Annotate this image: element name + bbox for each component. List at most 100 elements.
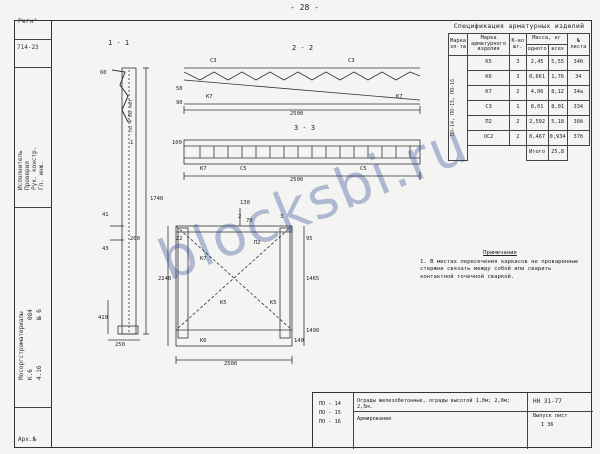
dim-100: 100 [172, 140, 182, 146]
spec-cell-mark: П2 [466, 115, 511, 131]
notes-block: Примечание 1. В местах пересечения карка… [420, 250, 580, 281]
section-3-3-body [183, 139, 421, 165]
dim-50: 50 [176, 86, 183, 92]
dim-60: 60 [100, 70, 107, 76]
mark-k7-a: К7 [206, 94, 213, 100]
spec-cell-one: 2,45 [525, 55, 549, 71]
mark-c5: С5 [240, 166, 247, 172]
spec-row: П2 2 2,592 5,18 36б [449, 115, 591, 131]
tb-series: НН 31-77 [533, 398, 562, 405]
section-1-1-title: 1 - 1 [108, 39, 130, 47]
spec-row: С3 1 8,01 8,01 334 [449, 100, 591, 116]
spec-cell-one: 0,661 [525, 70, 549, 86]
section-1-1-base [117, 325, 139, 335]
spec-cell-one: 0,467 [525, 130, 549, 146]
mark-c5-b: С5 [360, 166, 367, 172]
dim-2500b: 2500 [290, 177, 304, 183]
notes-title: Примечание [483, 250, 517, 256]
section-2-2-title: 2 - 2 [292, 44, 314, 52]
reg-label: Регн° [18, 17, 38, 25]
spec-cell-one: 8,01 [525, 100, 549, 116]
section-2-2-wave [183, 71, 421, 81]
spec-total-spacer-2 [567, 146, 589, 161]
dim-250: 250 [115, 342, 125, 348]
tb-divider-1 [353, 393, 354, 449]
spec-side-cell: ПО-14, ПО-15, ПО-16 [448, 55, 468, 161]
spec-cell-qty: 2 [509, 130, 527, 146]
spec-header-qty: К-во шт. [509, 33, 527, 56]
spec-subheader-row: одного всех [449, 44, 590, 56]
dim-2500a: 2500 [290, 111, 304, 117]
spec-row: К6 3 0,661 1,76 34 [449, 70, 591, 86]
title-block: ПО - 14 ПО - 15 ПО - 16 Ограды железобет… [312, 392, 593, 449]
spec-cell-mark: К7 [466, 85, 511, 101]
spec-cell-mark: ОС2 [466, 130, 511, 146]
spec-cell-all: 8,12 [547, 85, 568, 101]
dim-410: 410 [98, 315, 108, 321]
signature-cell [14, 68, 52, 208]
section-3-3-title: 3 - 3 [294, 124, 316, 132]
dim-2500c: 2500 [224, 361, 238, 367]
dim-130: 130 [240, 200, 250, 206]
spec-row: ПО-14, ПО-15, ПО-16 К5 3 2,45 5,55 34б [448, 55, 591, 161]
left-title-strip [14, 20, 52, 448]
mark-k5-elev: К5 [220, 300, 227, 306]
vertical-note-1: по 4 60 нет [128, 98, 134, 132]
notes-text: 1. В местах пересечения каркасов не пров… [420, 258, 579, 280]
elevation-left-post [177, 227, 189, 339]
spec-cell-one: 2,592 [525, 115, 549, 131]
spec-subheader-all: всех [547, 44, 568, 56]
dim-22: 22 [176, 236, 183, 242]
section-1-1-outline-top [111, 69, 129, 123]
spec-header-sheet: № листа [566, 33, 591, 56]
mark-k5-elev-b: К5 [270, 300, 277, 306]
spec-cell-mark: С3 [466, 100, 511, 116]
dim-41: 41 [102, 212, 109, 218]
spec-cell-sheet: 334 [566, 100, 591, 116]
tb-mark-3: ПО - 16 [319, 419, 341, 425]
elevation-panel [175, 225, 293, 347]
drawing-frame [14, 20, 592, 448]
spec-row: К7 2 4,06 8,12 34а [449, 85, 591, 101]
code-cell [14, 40, 52, 68]
spec-cell-sheet: 34 [566, 70, 591, 86]
tb-mark-2: ПО - 15 [319, 410, 341, 416]
spec-table: Марка эл-та Марка арматурного изделия К-… [448, 33, 591, 161]
spec-cell-qty: 3 [509, 55, 527, 71]
dim-70: 70 [246, 218, 253, 224]
spec-row: ОС2 2 0,467 0,934 37б [449, 130, 591, 146]
spec-cell-all: 5,18 [547, 115, 568, 131]
mark-k7-c: К7 [200, 166, 207, 172]
mark-k7-b: К7 [396, 94, 403, 100]
spec-cell-one: 4,06 [525, 85, 549, 101]
spec-header-row: Марка эл-та Марка арматурного изделия К-… [448, 33, 591, 56]
mark-k7-elev: К7 [200, 256, 207, 262]
spec-cell-sheet: 34а [566, 85, 591, 101]
section-2-2-chord [183, 79, 421, 101]
mark-c3: С3 [210, 58, 217, 64]
tb-divider-3 [527, 393, 528, 449]
page-number: - 28 - [290, 3, 319, 12]
code-label: 714-23 [17, 44, 39, 51]
spec-total-label: Итого [525, 145, 549, 161]
elevation-diagonal-2 [175, 225, 293, 331]
arch-label: Арх.№ [18, 436, 37, 443]
spec-cell-sheet: 36б [566, 115, 591, 131]
spec-cell-all: 5,55 [547, 55, 568, 71]
spec-header-mass: Масса, кг [525, 33, 568, 45]
tb-mark-1: ПО - 14 [319, 401, 341, 407]
reg-cell [14, 20, 52, 40]
spec-cell-qty: 1 [509, 100, 527, 116]
dim-90: 90 [176, 100, 183, 106]
dim-140: 140 [294, 338, 304, 344]
spec-total-value: 25,8 [547, 145, 568, 161]
spec-title: Спецификация арматурных изделий [453, 22, 585, 30]
mark-n3: 3 [280, 214, 284, 220]
spec-cell-qty: 3 [509, 70, 527, 86]
spec-subheader-one: одного [525, 44, 549, 56]
dim-43: 43 [102, 246, 109, 252]
spec-cell-all: 1,76 [547, 70, 568, 86]
spec-header-element: Марка эл-та [448, 33, 468, 56]
mark-k6-elev: К6 [200, 338, 207, 344]
